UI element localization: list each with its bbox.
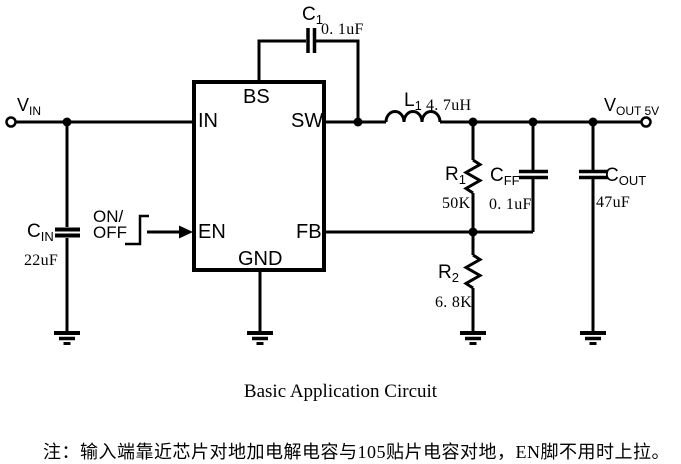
c1-capacitor-symbol	[257, 28, 360, 122]
r2-value: 6. 8K	[435, 294, 473, 311]
pin-label-en: EN	[198, 221, 226, 243]
r2-resistor-symbol	[462, 232, 484, 333]
c1-label: C1	[302, 4, 323, 27]
junction-dot	[353, 117, 363, 127]
vin-terminal-circle	[5, 116, 17, 128]
pin-label-gnd: GND	[238, 248, 283, 270]
ground-symbol	[52, 331, 82, 346]
ground-symbol	[578, 331, 608, 346]
pin-label-bs: BS	[243, 86, 270, 108]
c1-value: 0. 1uF	[321, 21, 364, 38]
cout-label: COUT	[605, 165, 647, 188]
note-text: 注：输入端靠近芯片对地加电解电容与105贴片电容对地，EN脚不用时上拉。	[43, 442, 670, 462]
cin-capacitor-symbol	[55, 122, 80, 333]
rising-edge-icon	[125, 214, 149, 246]
pin-label-fb: FB	[296, 221, 322, 243]
cff-capacitor-symbol	[519, 122, 548, 232]
on-off-label: ON/ OFF	[93, 207, 127, 242]
figure-caption: Basic Application Circuit	[243, 381, 438, 402]
cout-capacitor-symbol	[579, 122, 608, 333]
r1-value: 50K	[442, 195, 471, 212]
cin-label: CIN	[27, 221, 54, 244]
l1-value: 4. 7uH	[426, 97, 472, 114]
pin-label-sw: SW	[291, 110, 324, 132]
cff-label: CFF	[490, 165, 520, 188]
vout-label: VOUT 5V	[604, 95, 660, 118]
ground-symbol	[245, 331, 275, 346]
r1-label: R1	[445, 164, 466, 187]
vin-label: VIN	[17, 95, 42, 118]
cout-value: 47uF	[596, 194, 631, 211]
r2-label: R2	[438, 262, 459, 285]
vout-terminal-circle	[640, 116, 652, 128]
ground-symbol	[458, 331, 488, 346]
cff-value: 0. 1uF	[489, 196, 532, 213]
l1-label: L1	[404, 90, 422, 113]
r1-resistor-symbol	[462, 122, 484, 232]
enable-arrow	[147, 225, 193, 239]
pin-label-in: IN	[198, 110, 218, 132]
cin-value: 22uF	[24, 252, 59, 269]
l1-inductor-symbol	[384, 110, 442, 123]
